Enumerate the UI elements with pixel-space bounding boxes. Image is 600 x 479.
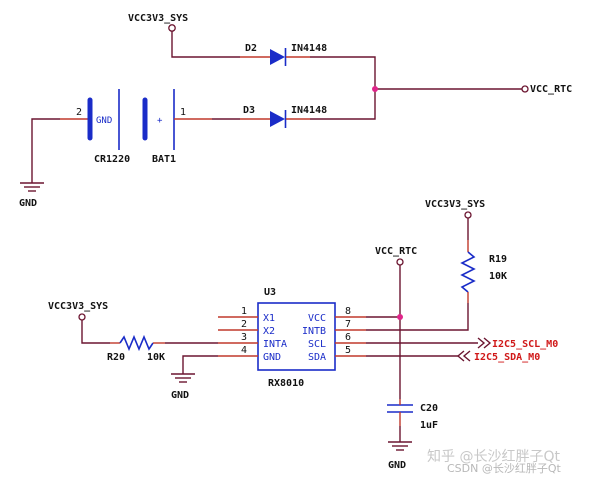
gnd-symbol-battery: GND: [19, 182, 44, 209]
vcc-rtc-mid-net: VCC_RTC: [366, 246, 417, 399]
bat-pin-neg-num: 2: [76, 107, 82, 118]
gnd-label-battery: GND: [19, 198, 37, 209]
vcc-rtc-port-circle: [521, 85, 529, 93]
net-label-vcc-rtc-top: VCC_RTC: [530, 84, 572, 95]
wire-bat-gnd: [31, 118, 60, 183]
d2-ref: D2: [245, 43, 257, 54]
watermark-csdn: CSDN @长沙红胖子Qt: [447, 462, 562, 475]
vcc3v3-sys-top-group: VCC3V3_SYS: [128, 13, 240, 58]
net-label-vcc3v3-sys-r19: VCC3V3_SYS: [425, 199, 485, 210]
u3-pin-6-num: 6: [345, 332, 351, 343]
u3-pin-8-name: VCC: [308, 313, 326, 324]
u3-pin-4-num: 4: [241, 345, 247, 356]
wire-u3-gnd: [182, 355, 218, 374]
r19-zigzag: [460, 251, 476, 293]
u3-pin-7-name: INTB: [302, 326, 326, 337]
power-port-circle: [168, 24, 176, 32]
r20-value: 10K: [147, 352, 165, 363]
r19-ref: R19: [489, 254, 507, 265]
d3-value: IN4148: [291, 105, 327, 116]
u3-pin-3-name: INTA: [263, 339, 287, 350]
resistor-r20-group: VCC3V3_SYS R20 10K: [48, 301, 218, 363]
gnd-symbol-u3: GND: [171, 355, 218, 401]
wire-r20-power: [81, 320, 110, 344]
bat-pin-pos-name: +: [157, 116, 163, 126]
net-label-sda: I2C5_SDA_M0: [474, 352, 540, 363]
bat-pin-pos-num: 1: [180, 107, 186, 118]
u3-pin-1-name: X1: [263, 313, 275, 324]
gnd-label-u3: GND: [171, 390, 189, 401]
junction-dot-mid: [397, 314, 403, 320]
u3-pin-5-name: SDA: [308, 352, 326, 363]
gnd-label-c20: GND: [388, 460, 406, 471]
u3-ref: U3: [264, 287, 276, 298]
d3-ref: D3: [243, 105, 255, 116]
r20-ref: R20: [107, 352, 125, 363]
resistor-r19-group: VCC3V3_SYS R19 10K: [366, 199, 507, 331]
u3-pin-5-num: 5: [345, 345, 351, 356]
diode-d3: D3 IN4148: [240, 105, 327, 128]
c20-ref: C20: [420, 403, 438, 414]
u3-pin-8-num: 8: [345, 306, 351, 317]
net-label-scl: I2C5_SCL_M0: [492, 339, 558, 350]
bat-ref: BAT1: [152, 154, 176, 165]
d3-triangle: [270, 111, 285, 127]
battery-bat1: 2 GND + 1 CR1220 BAT1: [31, 89, 240, 183]
power-port-circle-r20: [78, 313, 86, 321]
u3-pin-2-name: X2: [263, 326, 275, 337]
r19-value: 10K: [489, 271, 507, 282]
wire-vcc3v3-to-d2: [171, 31, 240, 58]
vcc-rtc-output-net: VCC_RTC: [310, 56, 572, 120]
bat-pin-neg-name: GND: [96, 116, 112, 126]
i2c-nets: I2C5_SCL_M0 I2C5_SDA_M0: [366, 337, 558, 363]
u3-pin-3-num: 3: [241, 332, 247, 343]
u3-pin-6-name: SCL: [308, 339, 326, 350]
c20-value: 1uF: [420, 420, 438, 431]
ic-u3-rx8010: U3 RX8010 1 2 3 4 X1 X2 INTA GND 8 7 6 5…: [218, 287, 366, 389]
bat-value: CR1220: [94, 154, 130, 165]
d2-triangle: [270, 49, 285, 65]
gnd-symbol-c20: GND: [388, 441, 412, 471]
u3-pin-7-num: 7: [345, 319, 351, 330]
u3-pin-1-num: 1: [241, 306, 247, 317]
net-label-vcc3v3-sys-top: VCC3V3_SYS: [128, 13, 188, 24]
r20-zigzag: [119, 334, 154, 352]
u3-pin-4-name: GND: [263, 352, 281, 363]
junction-dot-top: [372, 86, 378, 92]
diode-d2: D2 IN4148: [240, 43, 327, 66]
net-label-vcc3v3-sys-r20: VCC3V3_SYS: [48, 301, 108, 312]
u3-body: [257, 302, 336, 371]
u3-part: RX8010: [268, 378, 304, 389]
net-label-vcc-rtc-mid: VCC_RTC: [375, 246, 417, 257]
capacitor-c20: C20 1uF: [387, 399, 438, 442]
u3-pin-2-num: 2: [241, 319, 247, 330]
power-port-circle-r19: [464, 211, 472, 219]
watermark-zhihu: 知乎 @长沙红胖子Qt: [427, 448, 560, 465]
d2-value: IN4148: [291, 43, 327, 54]
vcc-rtc-port-circle-mid: [396, 258, 404, 266]
